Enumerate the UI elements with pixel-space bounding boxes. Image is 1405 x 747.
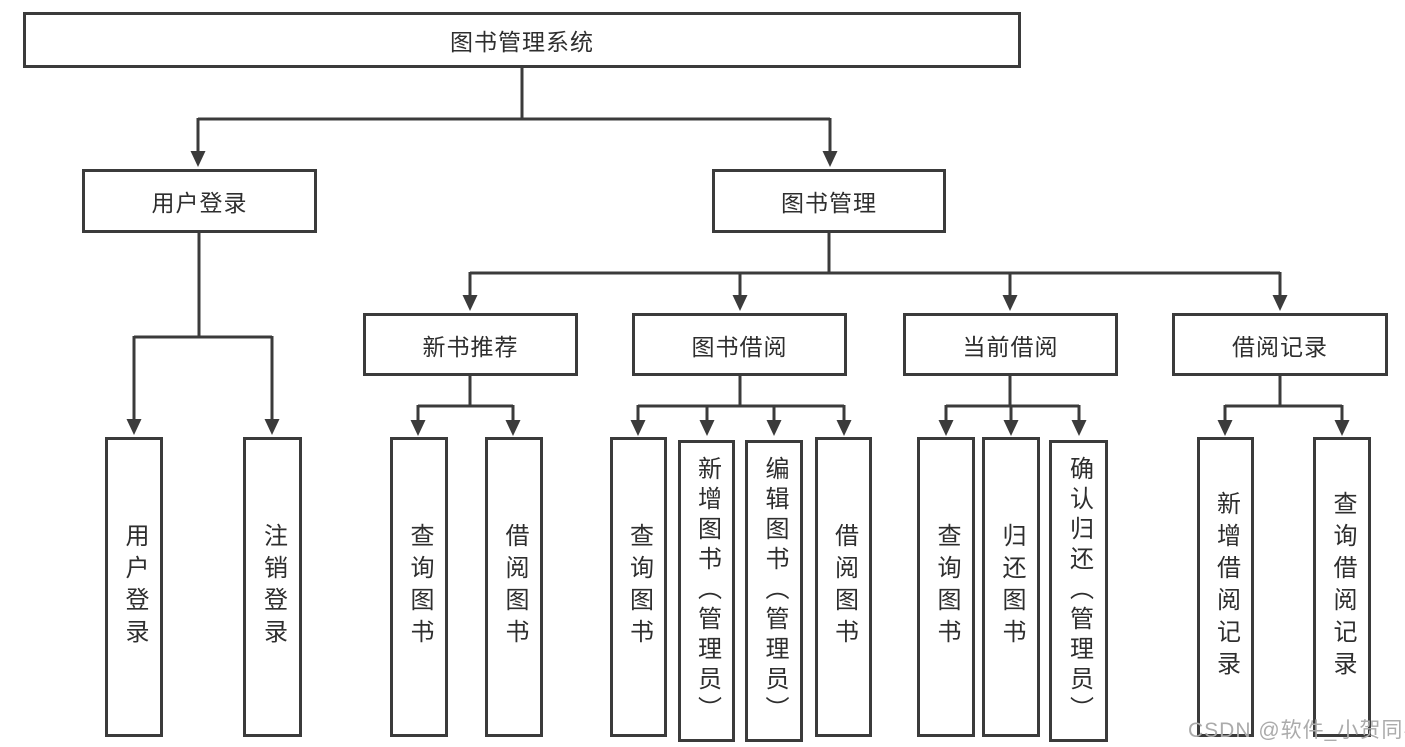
book-mgmt-label: 图书管理	[781, 190, 877, 216]
node-leaf-logout: 注销登录	[243, 437, 302, 737]
node-leaf-query-book-3: 查询图书	[917, 437, 975, 737]
leaf-label: 归还图书	[998, 523, 1025, 651]
root-label: 图书管理系统	[450, 29, 594, 55]
node-leaf-query-borrow-record: 查询借阅记录	[1313, 437, 1371, 737]
leaf-label: 确认归还（管理员）	[1065, 456, 1093, 726]
arrowheads	[126, 151, 1350, 436]
node-leaf-query-book-1: 查询图书	[390, 437, 448, 737]
leaf-label: 用户登录	[121, 523, 148, 651]
current-borrow-label: 当前借阅	[962, 333, 1059, 360]
new-book-recommend-label: 新书推荐	[422, 333, 519, 360]
leaf-label: 新增借阅记录	[1212, 491, 1240, 683]
node-new-book-recommend: 新书推荐	[363, 313, 578, 376]
leaf-label: 编辑图书（管理员）	[761, 456, 788, 726]
node-leaf-add-borrow-record: 新增借阅记录	[1197, 437, 1254, 737]
leaf-label: 查询图书	[406, 523, 433, 651]
node-leaf-edit-book-admin: 编辑图书（管理员）	[745, 440, 803, 742]
book-borrow-label: 图书借阅	[691, 333, 788, 360]
leaf-label: 查询图书	[933, 523, 960, 651]
node-book-mgmt: 图书管理	[712, 169, 946, 233]
leaf-label: 新增图书（管理员）	[693, 456, 721, 726]
leaf-label: 借阅图书	[501, 523, 528, 651]
node-leaf-query-book-2: 查询图书	[610, 437, 667, 737]
leaf-label: 注销登录	[259, 523, 287, 651]
leaf-label: 查询借阅记录	[1329, 491, 1356, 683]
node-leaf-borrow-book-1: 借阅图书	[485, 437, 543, 737]
watermark: CSDN @软件_小贺同学	[1188, 719, 1405, 742]
node-root-title: 图书管理系统	[23, 12, 1021, 68]
node-leaf-user-login: 用户登录	[105, 437, 163, 737]
node-leaf-confirm-return-admin: 确认归还（管理员）	[1049, 440, 1108, 742]
user-login-label: 用户登录	[151, 190, 248, 216]
borrow-records-label: 借阅记录	[1232, 333, 1328, 360]
node-leaf-return-book: 归还图书	[982, 437, 1040, 737]
leaf-label: 查询图书	[625, 523, 653, 651]
node-leaf-borrow-book-2: 借阅图书	[815, 437, 872, 737]
leaf-label: 借阅图书	[830, 523, 858, 651]
node-leaf-add-book-admin: 新增图书（管理员）	[678, 440, 735, 742]
node-borrow-records: 借阅记录	[1172, 313, 1388, 376]
node-book-borrow: 图书借阅	[632, 313, 847, 376]
node-current-borrow: 当前借阅	[903, 313, 1118, 376]
node-user-login: 用户登录	[82, 169, 317, 233]
